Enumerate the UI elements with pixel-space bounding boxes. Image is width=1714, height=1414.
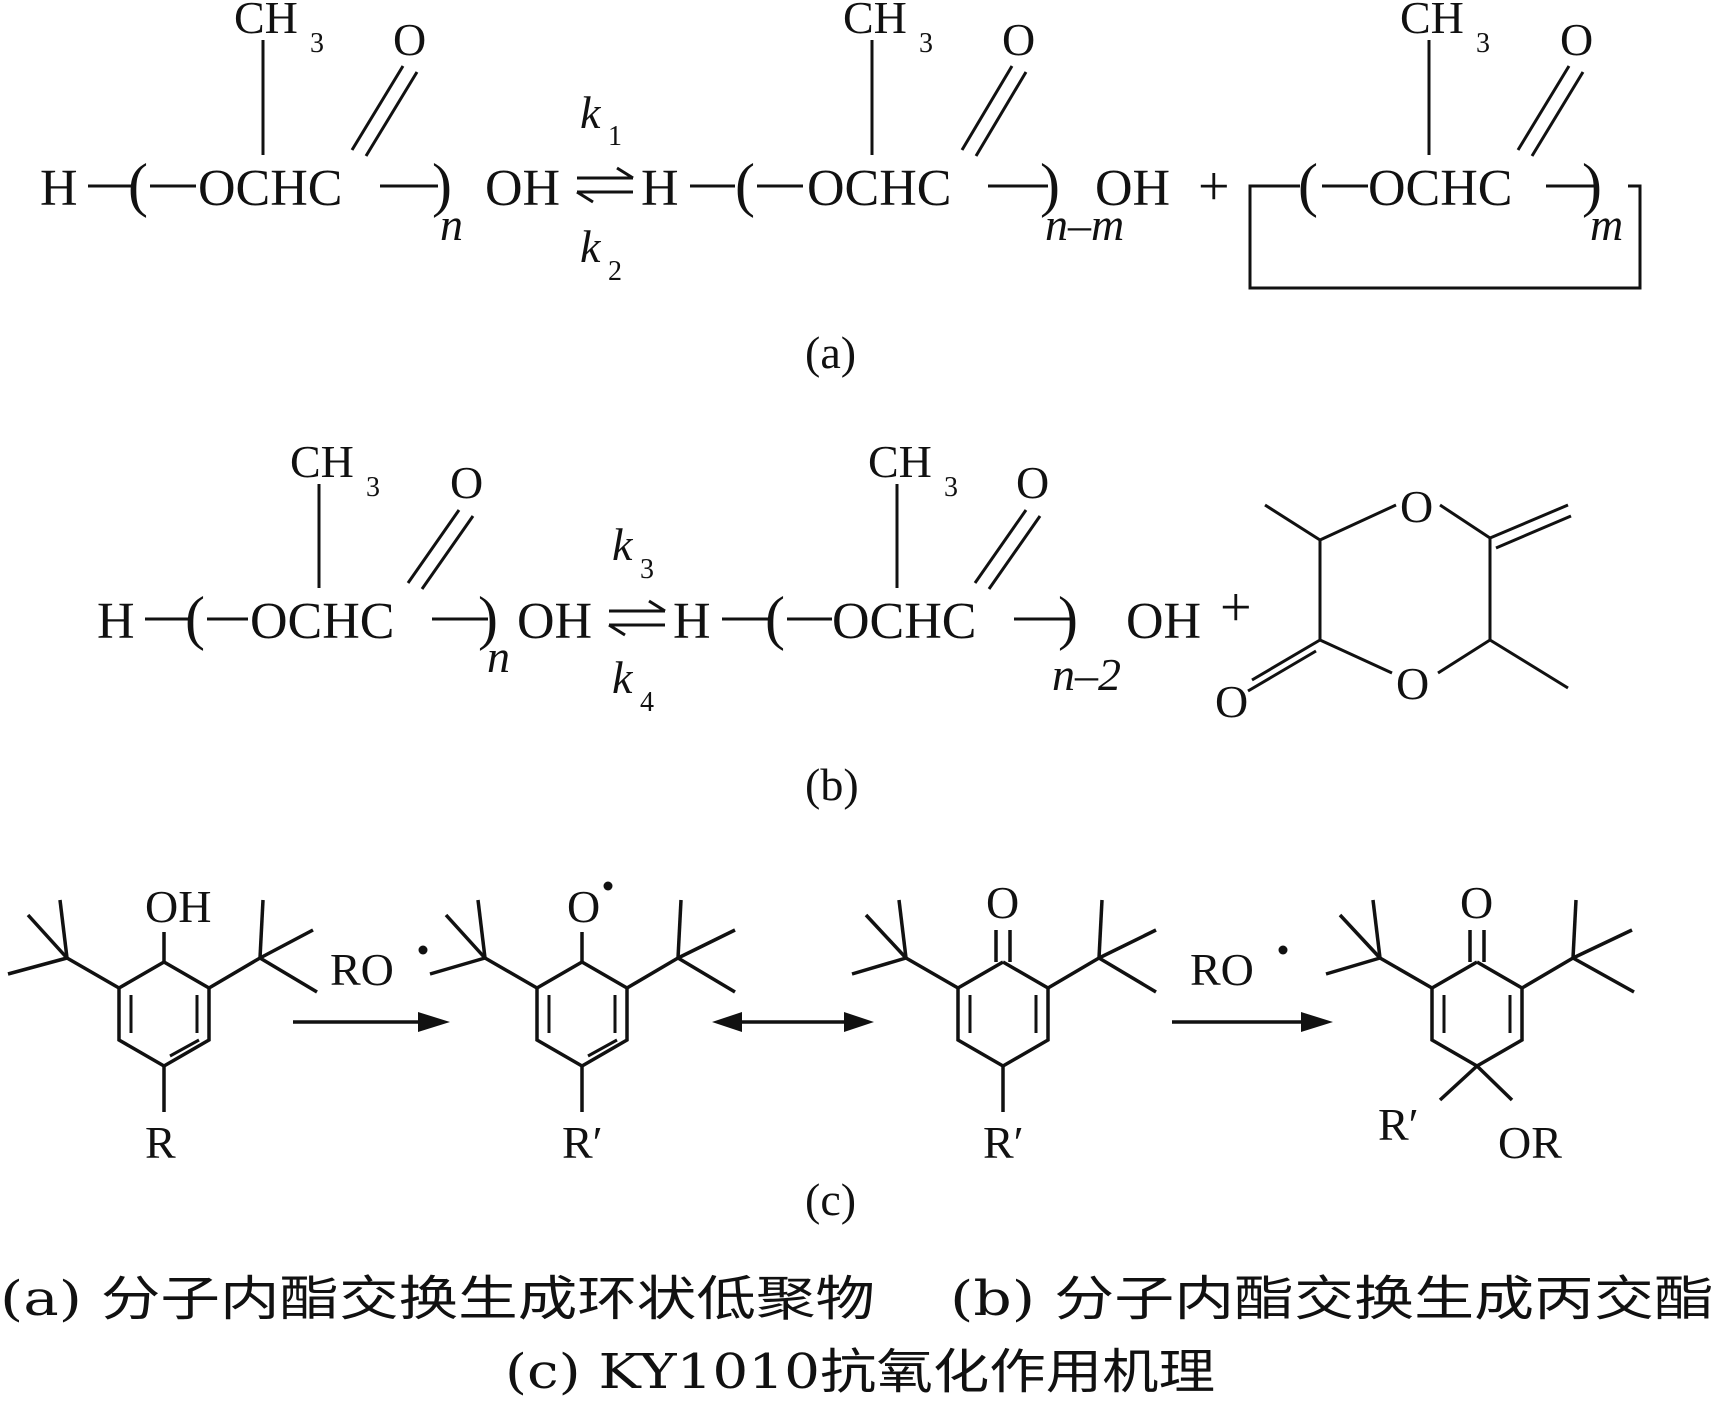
- caption-a: (a) 分子内酯交换生成环状低聚物: [0, 1271, 875, 1327]
- svg-text:R′: R′: [562, 1117, 603, 1168]
- svg-text:(: (: [735, 152, 755, 218]
- svg-text:R′: R′: [983, 1117, 1024, 1168]
- resonance-arrow: [712, 1012, 874, 1032]
- b-oh-2: OH: [1126, 593, 1201, 650]
- a-h-terminal: H: [40, 160, 78, 217]
- svg-text:(: (: [185, 585, 205, 651]
- svg-text:O: O: [1396, 658, 1429, 709]
- svg-text:k: k: [580, 87, 602, 138]
- reaction-c: OH R RO O: [7, 877, 1635, 1225]
- b-repeat-unit-1: CH 3 O OCHC: [250, 436, 483, 650]
- a-equilibrium-arrow: k 1 k 2: [576, 87, 634, 287]
- svg-text:CH: CH: [1400, 0, 1464, 43]
- svg-text:3: 3: [310, 28, 324, 59]
- caption-c: (c) KY1010抗氧化作用机理: [505, 1344, 1215, 1400]
- svg-text:RO: RO: [1190, 944, 1254, 995]
- reaction-a: H ( CH 3 O OCHC ) n OH k 1 k 2 H (: [40, 0, 1642, 378]
- b-plus: +: [1220, 577, 1252, 639]
- svg-text:H: H: [673, 593, 711, 650]
- a-h-terminal-2: H: [641, 160, 679, 217]
- figure-caption: (a) 分子内酯交换生成环状低聚物 (b) 分子内酯交换生成丙交酯 (c) KY…: [0, 1271, 1714, 1400]
- cyclohexadienone-radical-molecule: O R′: [851, 877, 1157, 1168]
- svg-text:CH: CH: [843, 0, 907, 43]
- b-repeat-unit-2: CH 3 O OCHC: [832, 436, 1049, 650]
- product-molecule: O R′ OR: [1325, 877, 1635, 1168]
- a-repeat-unit-2: CH 3 O OCHC: [807, 0, 1035, 217]
- svg-text:k: k: [580, 221, 602, 272]
- a-left-paren: (: [128, 152, 148, 218]
- b-n-minus-2: n–2: [1052, 649, 1121, 700]
- svg-text:CH: CH: [234, 0, 298, 43]
- svg-text:k: k: [612, 652, 634, 703]
- svg-text:3: 3: [366, 472, 380, 503]
- svg-text:R: R: [145, 1117, 176, 1168]
- a-ochc-2: OCHC: [807, 160, 951, 217]
- svg-text:O: O: [1400, 481, 1433, 532]
- svg-text:O: O: [1215, 676, 1248, 727]
- svg-text:CH: CH: [868, 436, 932, 487]
- b-n: n: [487, 631, 510, 682]
- svg-text:3: 3: [944, 472, 958, 503]
- lactide-structure: O O O: [1215, 481, 1572, 727]
- svg-text:RO: RO: [330, 944, 394, 995]
- svg-text:O: O: [1460, 877, 1493, 928]
- svg-text:): ): [1582, 152, 1602, 218]
- a-ochc-3: OCHC: [1368, 160, 1512, 217]
- a-m: m: [1590, 199, 1623, 250]
- phenol-molecule: OH R: [7, 881, 318, 1168]
- arrow-2: RO: [1172, 944, 1333, 1032]
- svg-text:4: 4: [640, 687, 654, 718]
- a-ochc-1: OCHC: [198, 160, 342, 217]
- svg-text:k: k: [612, 519, 634, 570]
- a-oh-1: OH: [485, 160, 560, 217]
- svg-text:(: (: [1298, 152, 1318, 218]
- label-b: (b): [805, 759, 859, 810]
- svg-text:OH: OH: [145, 881, 211, 932]
- phenoxy-radical-molecule: O R′: [429, 881, 736, 1168]
- label-c: (c): [805, 1174, 856, 1225]
- caption-b: (b) 分子内酯交换生成丙交酯: [950, 1271, 1714, 1327]
- svg-text:): ): [478, 585, 498, 651]
- a-n-minus-m: n–m: [1045, 199, 1124, 250]
- a-repeat-unit-1: CH 3 O OCHC: [198, 0, 426, 217]
- svg-text:CH: CH: [290, 436, 354, 487]
- svg-text:OR: OR: [1498, 1117, 1562, 1168]
- svg-text:O: O: [567, 881, 600, 932]
- svg-text:O: O: [393, 14, 426, 65]
- svg-text:O: O: [986, 877, 1019, 928]
- svg-text:3: 3: [1476, 28, 1490, 59]
- svg-text:2: 2: [608, 256, 622, 287]
- b-ochc-1: OCHC: [250, 593, 394, 650]
- svg-text:3: 3: [919, 28, 933, 59]
- svg-text:1: 1: [608, 121, 622, 152]
- svg-text:O: O: [450, 457, 483, 508]
- svg-text:O: O: [1560, 14, 1593, 65]
- svg-text:O: O: [1016, 457, 1049, 508]
- reaction-b: H ( CH 3 O OCHC ) n OH k 3 k 4 H (: [97, 436, 1572, 810]
- a-cyclic-oligomer: ( CH 3 O OCHC ) m: [1248, 0, 1642, 290]
- b-oh-1: OH: [517, 593, 592, 650]
- a-oh-2: OH: [1095, 160, 1170, 217]
- svg-text:H: H: [97, 593, 135, 650]
- svg-text:O: O: [1002, 14, 1035, 65]
- svg-text:(: (: [765, 585, 785, 651]
- svg-text:): ): [1058, 585, 1078, 651]
- arrow-1: RO: [293, 944, 450, 1032]
- b-ochc-2: OCHC: [832, 593, 976, 650]
- svg-text:): ): [432, 152, 452, 218]
- svg-text:3: 3: [640, 554, 654, 585]
- svg-text:): ): [1040, 152, 1060, 218]
- a-n: n: [440, 199, 463, 250]
- a-plus: +: [1198, 156, 1230, 218]
- svg-text:R′: R′: [1378, 1099, 1419, 1150]
- label-a: (a): [805, 327, 856, 378]
- b-equilibrium-arrow: k 3 k 4: [608, 519, 666, 718]
